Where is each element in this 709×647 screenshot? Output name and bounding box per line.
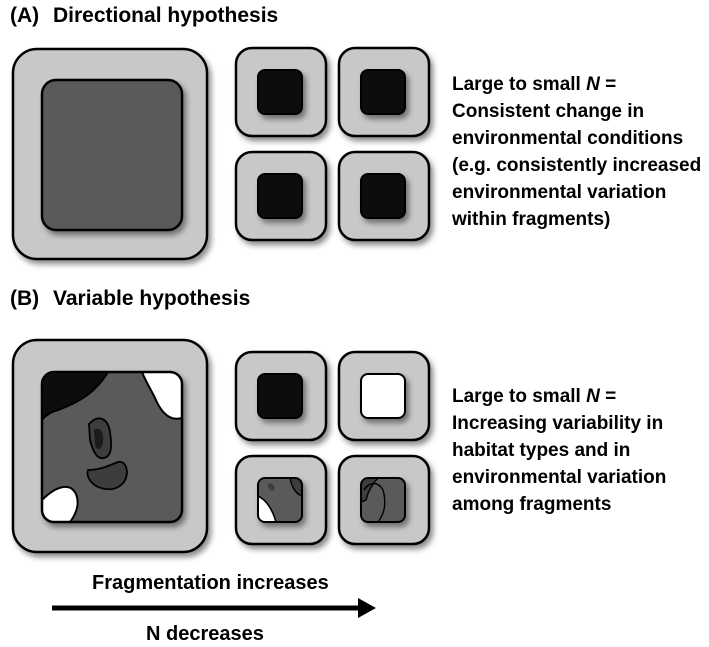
panel-b-small-fragment-1 [234, 350, 328, 442]
panel-a-small-fragment-3 [234, 150, 328, 242]
panel-a-description: Large to small N = Consistent change in … [451, 74, 701, 230]
panel-b-description-line-2: Increasing variability in [452, 413, 663, 434]
svg-text:(B) Variable hypothesis: (B) Variable hypothesis [10, 287, 250, 310]
panel-a: (A) Directional hypothesis Large to smal [10, 4, 701, 261]
panel-b-description-line-1: Large to small N = [452, 386, 616, 407]
panel-b-title: Variable hypothesis [53, 287, 250, 310]
panel-a-small-fragment-1 [234, 46, 328, 138]
panel-b-large-fragment [11, 338, 209, 554]
panel-a-description-line-2: Consistent change in [452, 101, 644, 122]
panel-a-small-fragment-4 [337, 150, 431, 242]
panel-a-description-line-4: (e.g. consistently increased [452, 155, 701, 176]
n-decreases-label: N decreases [146, 623, 264, 645]
panel-a-label: (A) [10, 4, 39, 27]
panel-b-description-line-4: environmental variation [452, 467, 666, 488]
panel-b-description-line-3: habitat types and in [452, 440, 630, 461]
panel-b-description-line-5: among fragments [452, 494, 611, 515]
panel-b-small-fragment-4 [337, 454, 431, 546]
gradient-arrow: Fragmentation increases N decreases [52, 572, 376, 645]
panel-a-title: Directional hypothesis [53, 4, 278, 27]
svg-text:(A) Directional hypothes: (A) Directional hypothesis [10, 4, 278, 27]
panel-a-large-fragment [11, 47, 209, 261]
fragmentation-increases-label: Fragmentation increases [92, 572, 329, 594]
panel-b-label: (B) [10, 287, 39, 310]
panel-a-description-line-5: environmental variation [452, 182, 666, 203]
arrow-head-icon [358, 598, 376, 618]
panel-a-description-line-1: Large to small N = [452, 74, 616, 95]
panel-b-description: Large to small N = Increasing variabilit… [452, 386, 666, 515]
panel-a-small-fragment-2 [337, 46, 431, 138]
panel-a-description-line-6: within fragments) [451, 209, 610, 230]
panel-b-small-fragment-2 [337, 350, 431, 442]
panel-b-small-fragment-3 [234, 454, 328, 546]
panel-b: (B) Variable hypothesis [10, 287, 666, 554]
panel-a-description-line-3: environmental conditions [452, 128, 683, 149]
